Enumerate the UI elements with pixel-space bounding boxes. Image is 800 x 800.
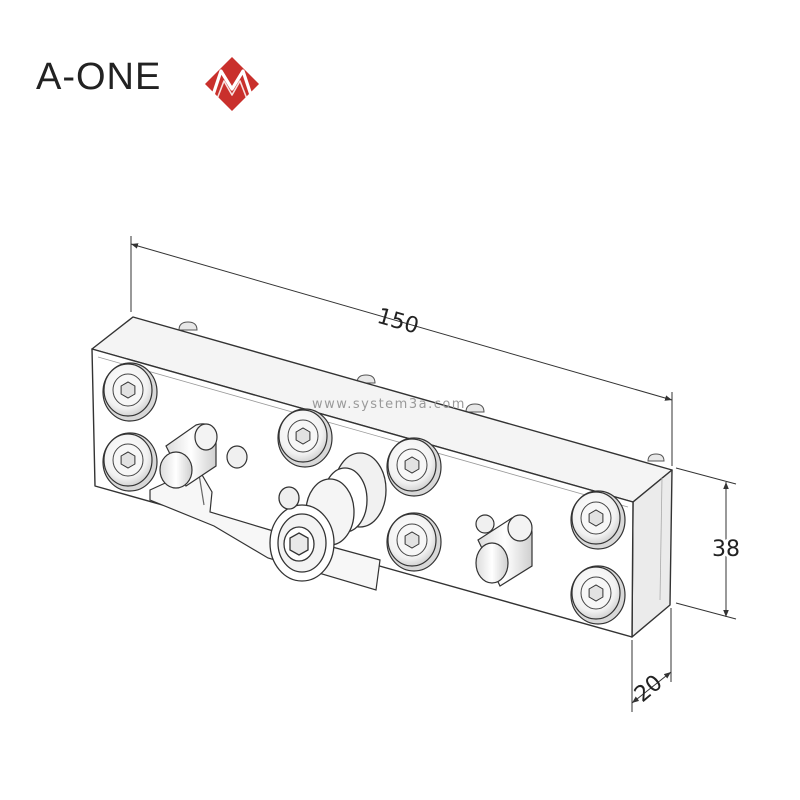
locating-pin-left bbox=[159, 423, 248, 489]
dimension-height-label: 38 bbox=[712, 537, 740, 562]
dimension-thickness-label: 20 bbox=[630, 670, 668, 707]
logo-diamond bbox=[205, 57, 259, 111]
brand-name: A-ONE bbox=[36, 56, 162, 98]
center-pull-stud bbox=[269, 452, 387, 582]
dimension-length-label: 150 bbox=[374, 304, 421, 340]
locating-pin-right bbox=[475, 514, 533, 587]
cap-screw-top-left bbox=[102, 362, 158, 422]
watermark-text: www.system3a.com bbox=[312, 397, 466, 412]
cap-screw-center-bottom-right bbox=[386, 512, 442, 572]
dimension-height bbox=[675, 467, 737, 620]
red-diamond-M-logo-icon bbox=[205, 57, 259, 111]
dimension-length bbox=[130, 236, 673, 466]
cap-screw-bottom-left bbox=[102, 432, 158, 492]
cap-screw-center-top-left bbox=[277, 408, 333, 468]
cap-screws bbox=[102, 362, 626, 625]
dimension-thickness bbox=[631, 608, 672, 712]
cap-screw-right-top bbox=[570, 490, 626, 550]
logo-m-stroke bbox=[211, 69, 253, 96]
logo-m-inner-stroke bbox=[216, 80, 248, 100]
cap-screw-right-bottom bbox=[570, 565, 626, 625]
cap-screw-center-top-right bbox=[386, 437, 442, 497]
